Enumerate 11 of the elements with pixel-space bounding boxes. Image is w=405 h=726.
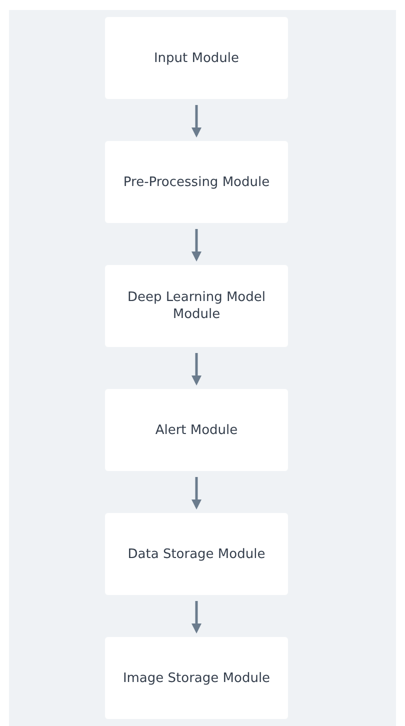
arrow (192, 601, 202, 634)
arrow (192, 477, 202, 510)
module-label: Data Storage Module (128, 546, 266, 562)
arrow (192, 353, 202, 386)
module-label: Pre-Processing Module (123, 174, 270, 190)
arrow (192, 105, 202, 138)
module-label: Input Module (154, 50, 240, 66)
module-label: Deep Learning Model Module (126, 289, 266, 323)
module-label: Alert Module (155, 422, 238, 438)
arrow (192, 229, 202, 262)
module-label: Image Storage Module (122, 670, 270, 686)
